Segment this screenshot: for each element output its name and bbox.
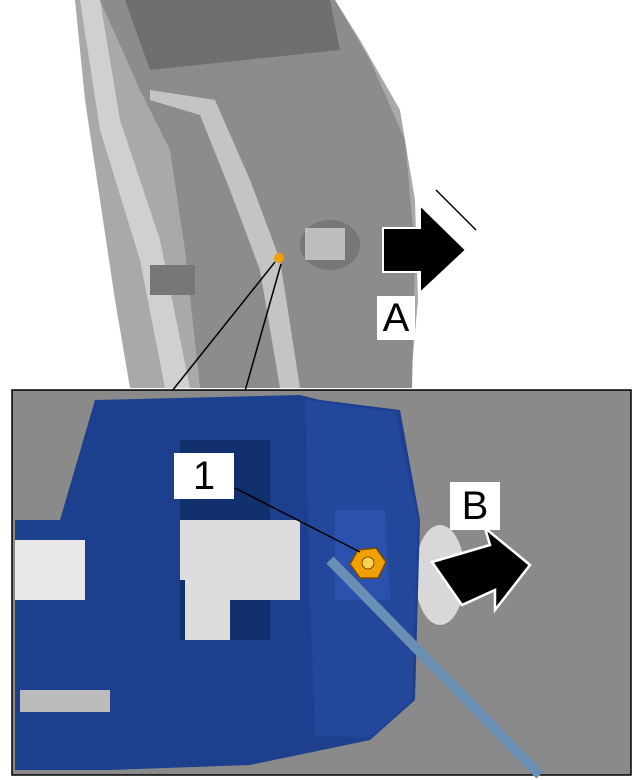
item-1-leader-line bbox=[234, 487, 361, 553]
callout-b: B bbox=[450, 482, 500, 530]
nut-icon bbox=[349, 547, 387, 579]
lock-mechanism bbox=[15, 395, 420, 770]
lock-position-marker bbox=[274, 253, 284, 263]
inset-leader-line bbox=[171, 261, 276, 392]
screwdriver bbox=[326, 556, 544, 779]
item-1-label: 1 bbox=[174, 453, 234, 499]
door-overview bbox=[75, 0, 418, 388]
arrow-a-icon bbox=[382, 202, 468, 296]
direction-line bbox=[435, 189, 477, 231]
arrow-b-icon bbox=[429, 524, 532, 614]
inset-leader-line bbox=[244, 263, 282, 392]
callout-a: A bbox=[377, 296, 415, 340]
